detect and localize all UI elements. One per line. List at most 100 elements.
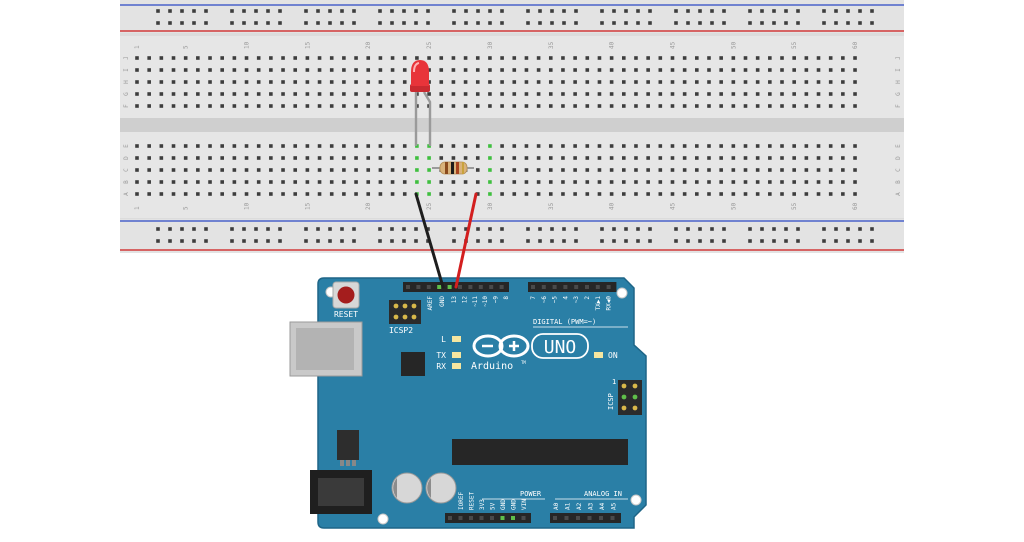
breadboard-hole xyxy=(329,56,334,60)
digital-right-pin[interactable] xyxy=(531,285,535,289)
digital-right-pin[interactable] xyxy=(541,285,546,289)
breadboard-hole xyxy=(232,68,237,72)
breadboard-hole xyxy=(719,56,723,60)
breadboard-hole xyxy=(135,180,139,184)
breadboard-hole xyxy=(427,80,431,84)
breadboard-hole xyxy=(548,80,553,84)
digital-right-pin[interactable] xyxy=(595,285,600,289)
digital-left-pin[interactable] xyxy=(468,285,473,289)
rail-hole xyxy=(870,239,874,243)
breadboard-hole xyxy=(622,80,626,84)
digital-left-pin[interactable] xyxy=(406,285,410,289)
breadboard-hole xyxy=(670,80,675,84)
column-number-top: 55 xyxy=(791,41,798,49)
digital-right-pin[interactable] xyxy=(585,285,589,289)
breadboard-hole xyxy=(135,104,139,108)
digital-left-pin[interactable] xyxy=(437,285,442,289)
power-pin[interactable] xyxy=(490,516,494,520)
breadboard-hole xyxy=(792,168,796,172)
rail-hole xyxy=(204,227,208,231)
analog-pin[interactable] xyxy=(553,516,557,520)
breadboard-hole xyxy=(183,92,188,96)
digital-left-pin[interactable] xyxy=(458,285,462,289)
power-pin[interactable] xyxy=(458,516,463,520)
breadboard-hole xyxy=(743,68,748,72)
digital-right-pin[interactable] xyxy=(552,285,557,289)
digital-left-pin[interactable] xyxy=(489,285,494,289)
analog-pin[interactable] xyxy=(576,516,580,520)
breadboard-hole xyxy=(415,180,419,184)
breadboard-hole xyxy=(695,92,699,96)
digital-left-pin[interactable] xyxy=(416,285,421,289)
breadboard-hole xyxy=(402,144,407,148)
breadboard-hole xyxy=(451,192,456,196)
breadboard-hole xyxy=(439,104,444,108)
breadboard-hole xyxy=(828,144,833,148)
breadboard-hole xyxy=(548,56,553,60)
digital-left-pin[interactable] xyxy=(478,285,483,289)
breadboard-hole xyxy=(670,144,675,148)
breadboard-hole xyxy=(244,92,249,96)
rail-hole xyxy=(340,227,344,231)
power-pin[interactable] xyxy=(521,516,526,520)
breadboard-hole xyxy=(755,192,760,196)
breadboard-hole xyxy=(354,156,358,160)
rail-hole xyxy=(402,227,406,231)
breadboard-hole xyxy=(305,80,310,84)
breadboard-hole xyxy=(707,104,711,108)
rail-hole xyxy=(562,239,566,243)
breadboard-hole xyxy=(342,192,346,196)
rail-hole xyxy=(574,9,578,13)
analog-pin[interactable] xyxy=(564,516,569,520)
breadboard-hole xyxy=(512,68,517,72)
breadboard-hole xyxy=(378,180,383,184)
rx-label: RX xyxy=(436,362,446,371)
breadboard-hole xyxy=(853,80,857,84)
breadboard-hole xyxy=(755,156,760,160)
breadboard-hole xyxy=(208,156,212,160)
column-number-top: 1 xyxy=(134,45,141,49)
breadboard-hole xyxy=(658,68,663,72)
breadboard-hole xyxy=(342,68,346,72)
breadboard-hole xyxy=(293,56,298,60)
digital-right-pin[interactable] xyxy=(574,285,579,289)
breadboard-hole xyxy=(743,144,748,148)
reset-button[interactable] xyxy=(337,286,355,304)
breadboard-hole xyxy=(329,92,334,96)
rail-hole xyxy=(846,9,850,13)
breadboard-hole xyxy=(609,56,614,60)
power-pin[interactable] xyxy=(511,516,515,520)
rail-hole xyxy=(414,227,418,231)
power-pin[interactable] xyxy=(479,516,484,520)
power-pin[interactable] xyxy=(500,516,505,520)
breadboard-hole xyxy=(512,168,517,172)
power-pin[interactable] xyxy=(469,516,473,520)
analog-pin[interactable] xyxy=(610,516,615,520)
breadboard-hole xyxy=(597,80,602,84)
breadboard-hole xyxy=(622,168,626,172)
analog-pin[interactable] xyxy=(587,516,592,520)
analog-pin[interactable] xyxy=(599,516,603,520)
digital-right-pin[interactable] xyxy=(606,285,611,289)
row-letter-left: E xyxy=(123,144,130,148)
breadboard-hole xyxy=(439,68,444,72)
breadboard-hole xyxy=(439,180,444,184)
power-pin[interactable] xyxy=(448,516,452,520)
breadboard-hole xyxy=(500,192,504,196)
row-letter-right: D xyxy=(895,156,902,160)
breadboard-hole xyxy=(183,68,188,72)
breadboard-hole xyxy=(841,192,845,196)
rail-hole xyxy=(192,239,196,243)
row-letter-right: C xyxy=(895,168,902,172)
breadboard-hole xyxy=(585,144,590,148)
breadboard-hole xyxy=(463,92,468,96)
digital-right-pin[interactable] xyxy=(563,285,568,289)
digital-left-pin[interactable] xyxy=(499,285,504,289)
breadboard-hole xyxy=(743,92,748,96)
digital-left-pin[interactable] xyxy=(426,285,431,289)
breadboard-hole xyxy=(293,144,298,148)
digital-left-pin[interactable] xyxy=(447,285,452,289)
breadboard-hole xyxy=(792,68,796,72)
rail-hole xyxy=(426,21,430,25)
row-letter-right: G xyxy=(895,92,902,96)
